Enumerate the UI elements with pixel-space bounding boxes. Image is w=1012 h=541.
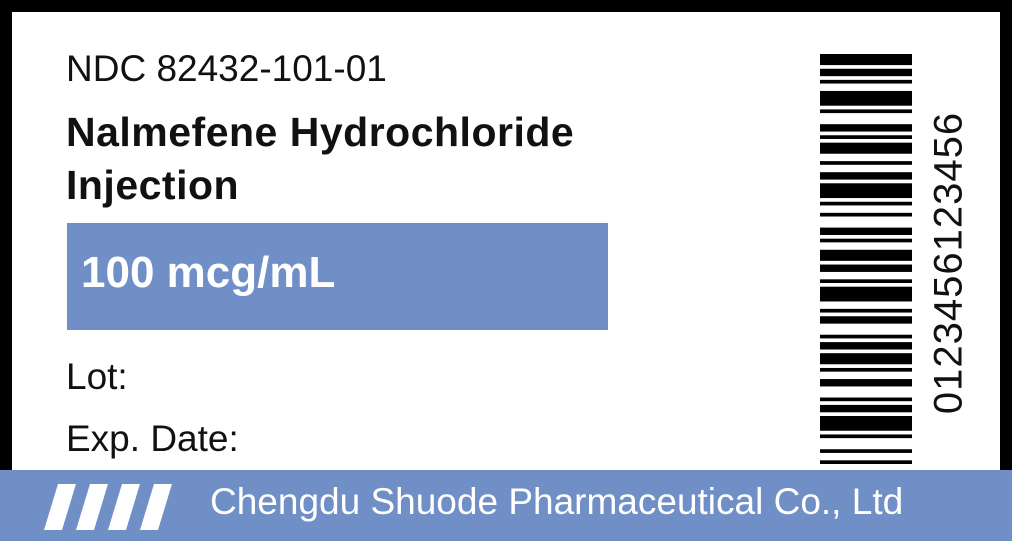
barcode-bar bbox=[820, 124, 912, 132]
lot-field: Lot: bbox=[66, 356, 128, 397]
barcode-bar bbox=[820, 109, 912, 114]
ndc-code: NDC 82432-101-01 bbox=[66, 48, 387, 89]
exp-date-field: Exp. Date: bbox=[66, 418, 239, 459]
barcode-bar bbox=[820, 353, 912, 365]
barcode-bar bbox=[820, 183, 912, 199]
barcode-bar bbox=[820, 449, 912, 453]
barcode-bar bbox=[820, 286, 912, 302]
barcode-bar bbox=[820, 308, 912, 313]
barcode-bar bbox=[820, 404, 912, 413]
barcode-bar bbox=[820, 79, 912, 84]
barcode-number: 0123456123456 bbox=[926, 111, 970, 415]
barcode-bar bbox=[820, 227, 912, 235]
strength-banner: 100 mcg/mL bbox=[67, 223, 608, 330]
barcode-digits: 0123456123456 bbox=[926, 58, 971, 468]
barcode-bar bbox=[820, 238, 912, 243]
barcode-bar bbox=[820, 264, 912, 272]
barcode bbox=[820, 54, 912, 464]
barcode-bar bbox=[820, 212, 912, 217]
barcode-bar bbox=[820, 68, 912, 77]
label-frame-top bbox=[0, 0, 1012, 12]
barcode-bar bbox=[820, 415, 912, 431]
manufacturer-footer: Chengdu Shuode Pharmaceutical Co., Ltd bbox=[0, 470, 1012, 541]
barcode-bar bbox=[820, 316, 912, 324]
barcode-bar bbox=[820, 367, 912, 372]
drug-name: Nalmefene Hydrochloride Injection bbox=[66, 106, 574, 213]
barcode-bar bbox=[820, 142, 912, 154]
strength-text: 100 mcg/mL bbox=[81, 248, 336, 297]
brand-stripes-icon bbox=[44, 484, 172, 530]
barcode-bar bbox=[820, 90, 912, 106]
label-frame-left bbox=[0, 0, 12, 470]
barcode-bar bbox=[820, 397, 912, 402]
barcode-bar bbox=[820, 379, 912, 387]
drug-name-line2: Injection bbox=[66, 162, 240, 209]
barcode-bar bbox=[820, 334, 912, 339]
company-name: Chengdu Shuode Pharmaceutical Co., Ltd bbox=[210, 481, 904, 522]
barcode-bar bbox=[820, 201, 912, 206]
barcode-bar bbox=[820, 249, 912, 261]
drug-name-line1: Nalmefene Hydrochloride bbox=[66, 109, 575, 155]
label-frame-right bbox=[1000, 0, 1012, 470]
barcode-bar bbox=[820, 172, 912, 180]
barcode-bar bbox=[820, 54, 912, 66]
barcode-bar bbox=[820, 460, 912, 464]
barcode-bar bbox=[820, 135, 912, 139]
barcode-bar bbox=[820, 279, 912, 284]
barcode-bar bbox=[820, 161, 912, 165]
barcode-bar bbox=[820, 434, 912, 439]
barcode-bar bbox=[820, 342, 912, 350]
